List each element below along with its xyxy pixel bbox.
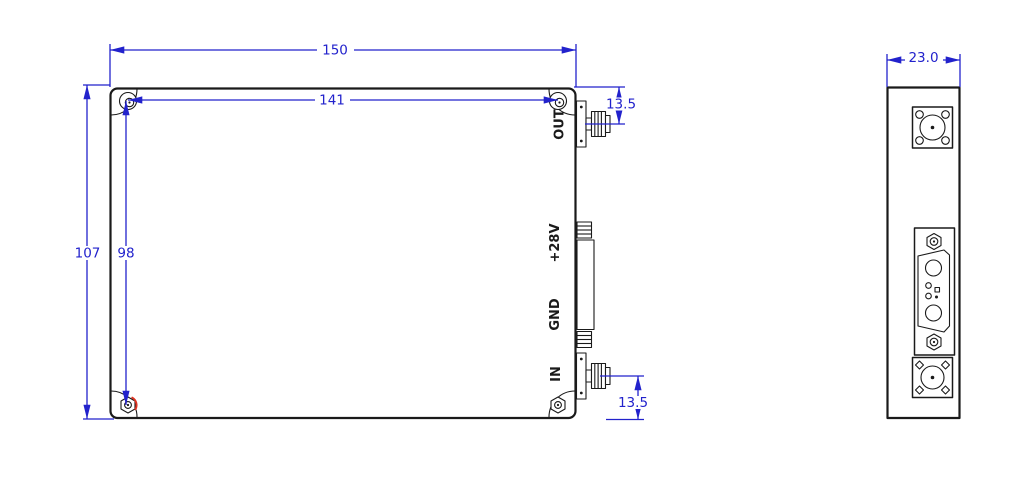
dsub-signal-pins [925, 282, 941, 300]
in-label: IN [549, 366, 564, 382]
screw-hole-bottom-left [120, 396, 136, 414]
out-connector-front [911, 106, 954, 149]
in-connector-stub [585, 369, 593, 383]
dimension-overall-depth: 23.0 [886, 50, 961, 87]
dim-text-141: 141 [319, 93, 345, 109]
screw-hole-bottom-right [550, 396, 566, 414]
dim-text-150: 150 [322, 43, 348, 59]
enclosure-outline [109, 87, 577, 420]
out-label: OUT [553, 109, 568, 140]
dimension-out-port-offset: 13.5 [574, 86, 639, 125]
out-flange-front [911, 106, 954, 149]
dimension-screw-span-height: 98 [113, 101, 139, 405]
dimension-overall-height: 107 [72, 84, 114, 420]
dim-text-in-offset: 13.5 [618, 395, 648, 411]
dimension-overall-width: 150 [109, 43, 577, 87]
dsub-power-contact-1 [924, 259, 943, 277]
power-connector-front [913, 227, 956, 356]
screw-hole-top-right [548, 91, 568, 111]
dsub-bracket-front [913, 227, 956, 356]
ground-label: GND [548, 298, 563, 331]
corner-highlight-red-arc [131, 396, 138, 411]
dsub-shell-profile [576, 239, 595, 331]
dim-text-107: 107 [75, 246, 101, 262]
dim-text-out-offset: 13.5 [606, 97, 636, 113]
screw-hole-top-left [118, 91, 138, 111]
dimension-screw-span-width: 141 [128, 93, 558, 109]
jackscrew-top-front [926, 232, 942, 251]
dsub-shell-front [917, 249, 951, 333]
supply-label: +28V [548, 223, 563, 262]
dim-text-23: 23.0 [908, 50, 938, 66]
in-flange-front [911, 356, 954, 399]
jackscrew-bottom-front [926, 333, 942, 351]
in-connector-front [911, 356, 954, 399]
power-connector-profile [576, 221, 595, 349]
side-view: 23.0 [886, 50, 961, 420]
dimension-in-port-offset: 13.5 [600, 375, 651, 421]
dsub-power-contact-2 [924, 304, 943, 322]
side-outline [886, 86, 961, 420]
top-view: OUT +28V GND IN 150 141 107 [72, 43, 651, 421]
dim-text-98: 98 [117, 246, 134, 262]
